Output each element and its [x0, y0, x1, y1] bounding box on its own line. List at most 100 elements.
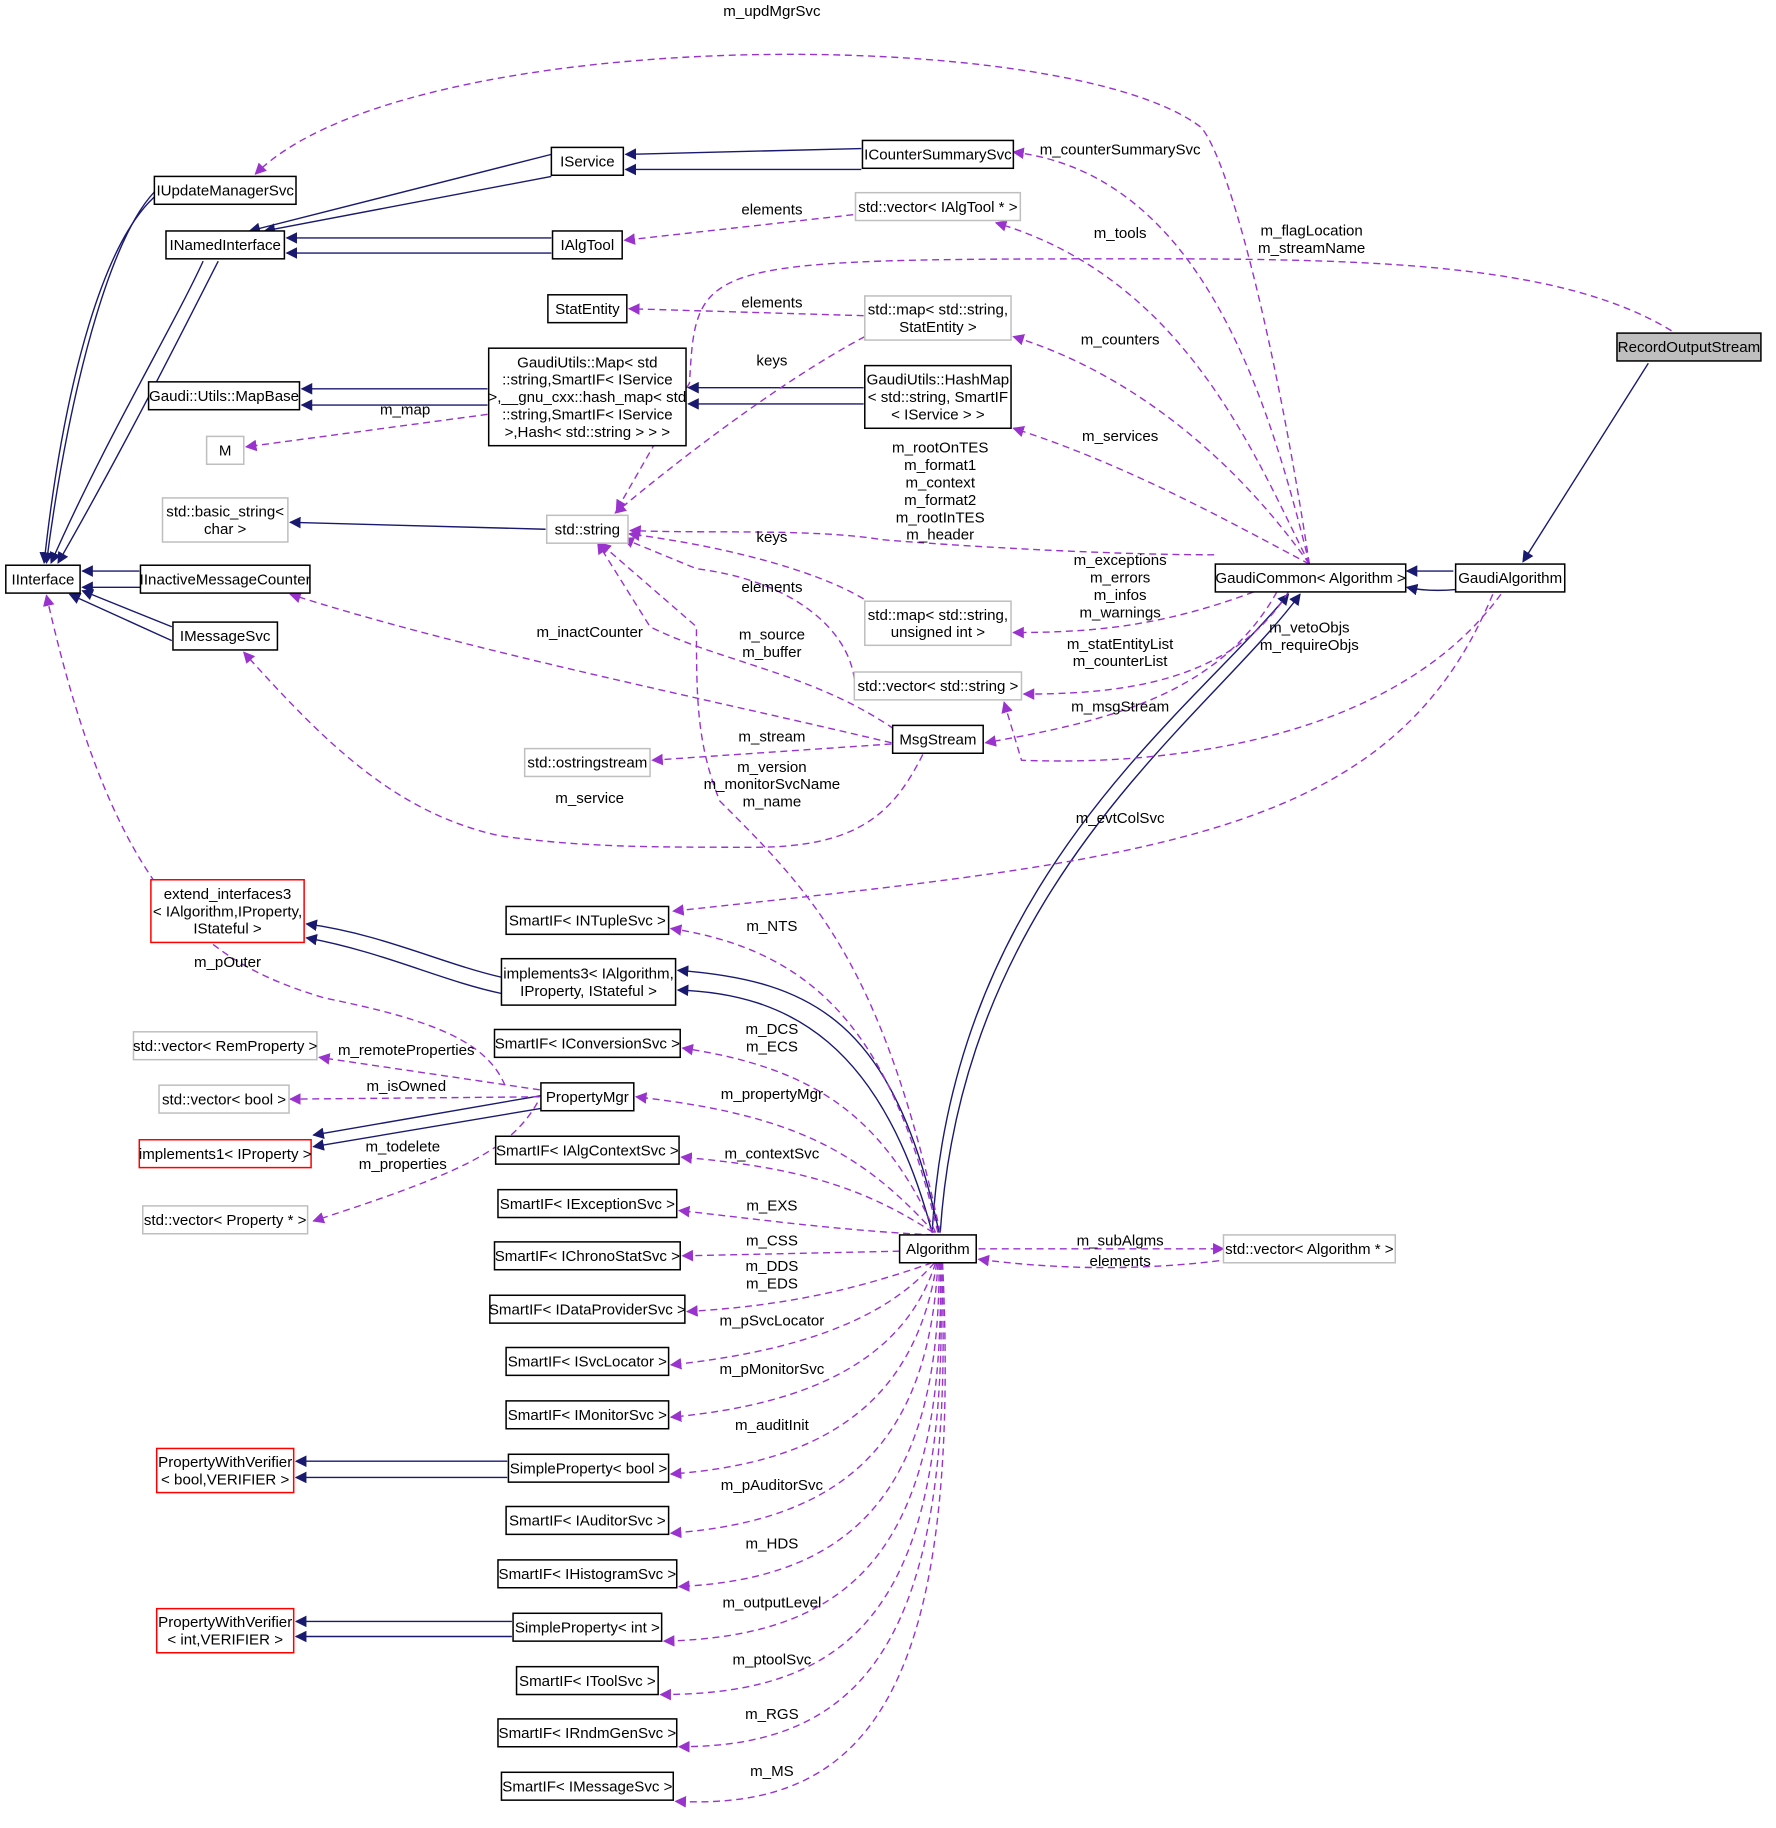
- edge-label: m_propertyMgr: [721, 1086, 823, 1103]
- class-name-text: IUpdateManagerSvc: [156, 183, 294, 200]
- class-name-text: >,__gnu_cxx::hash_map< std: [488, 389, 686, 406]
- class-node-smart-ifexception[interactable]: SmartIF< IExceptionSvc >: [497, 1188, 678, 1219]
- edge-label: m_ECS: [746, 1039, 798, 1056]
- class-node-smart-ifrndm-gen[interactable]: SmartIF< IRndmGenSvc >: [497, 1718, 678, 1748]
- inheritance-edge-25: [289, 516, 546, 530]
- usage-edge-17: [984, 591, 1278, 747]
- class-node-smart-ifalg-context[interactable]: SmartIF< IAlgContextSvc >: [494, 1135, 680, 1165]
- class-node-m[interactable]: M: [205, 435, 245, 466]
- class-node-algorithm[interactable]: Algorithm: [898, 1234, 977, 1264]
- edge-label: m_rootOnTES: [892, 440, 988, 457]
- class-node-msg-stream[interactable]: MsgStream: [891, 724, 984, 755]
- edge-label: m_auditInit: [735, 1417, 810, 1434]
- class-node-vec-property-ptr[interactable]: std::vector< Property * >: [142, 1205, 309, 1235]
- class-node-iupdate-manager-svc[interactable]: IUpdateManagerSvc: [153, 175, 297, 206]
- class-name-text: SmartIF< IMessageSvc >: [502, 1778, 672, 1795]
- inheritance-edge-9: [312, 1094, 542, 1140]
- class-name-text: GaudiUtils::Map< std: [517, 354, 657, 371]
- class-node-smart-ifhistogram[interactable]: SmartIF< IHistogramSvc >: [497, 1559, 678, 1589]
- class-name-text: SmartIF< IConversionSvc >: [495, 1036, 680, 1053]
- class-node-vec-alg-tool-ptr[interactable]: std::vector< IAlgTool * >: [854, 191, 1022, 222]
- edge-label: m_services: [1082, 428, 1158, 445]
- inheritance-edge-30: [42, 180, 169, 565]
- class-node-smart-ifmonitor[interactable]: SmartIF< IMonitorSvc >: [505, 1400, 670, 1430]
- edge-label: m_counters: [1081, 332, 1160, 349]
- usage-edge-31: [677, 1205, 934, 1236]
- edge-label: m_stream: [738, 729, 805, 746]
- class-node-pwvint[interactable]: PropertyWithVerifier< int,VERIFIER >: [155, 1607, 295, 1654]
- inheritance-edge-31: [39, 189, 163, 565]
- class-node-simple-property-bool[interactable]: SimpleProperty< bool >: [507, 1453, 670, 1483]
- class-node-map-string-uint[interactable]: std::map< std::string,unsigned int >: [864, 600, 1012, 647]
- edge-label: elements: [741, 202, 802, 219]
- usage-edge-27: [289, 1093, 540, 1105]
- class-node-extend-interfaces3[interactable]: extend_interfaces3< IAlgorithm,IProperty…: [150, 879, 305, 944]
- class-name-text: IStateful >: [193, 921, 262, 938]
- class-node-map-base[interactable]: Gaudi::Utils::MapBase: [147, 381, 301, 411]
- class-node-imessage-svc[interactable]: IMessageSvc: [172, 621, 279, 651]
- class-node-gaudi-common[interactable]: GaudiCommon< Algorithm >: [1214, 563, 1407, 593]
- usage-edge-10: [629, 525, 1215, 556]
- edge-label: elements: [1090, 1253, 1151, 1270]
- inheritance-edge-6: [676, 984, 933, 1233]
- class-node-inamed-interface[interactable]: INamedInterface: [165, 230, 286, 260]
- class-name-text: unsigned int >: [891, 624, 986, 641]
- class-node-gaudi-map[interactable]: GaudiUtils::Map< std::string,SmartIF< IS…: [487, 347, 687, 447]
- class-node-gaudi-algorithm[interactable]: GaudiAlgorithm: [1454, 563, 1566, 593]
- class-node-iinterface[interactable]: IInterface: [5, 564, 81, 594]
- class-name-text: MsgStream: [899, 732, 976, 749]
- class-node-smart-ifntuple[interactable]: SmartIF< INTupleSvc >: [505, 905, 670, 936]
- usage-edge-15: [1022, 591, 1290, 700]
- class-name-text: SimpleProperty< int >: [515, 1619, 660, 1636]
- class-name-text: std::vector< RemProperty >: [133, 1038, 318, 1055]
- class-node-hash-map[interactable]: GaudiUtils::HashMap< std::string, SmartI…: [864, 364, 1012, 430]
- inheritance-edge-18: [263, 175, 552, 235]
- class-node-iinactive-message-counter[interactable]: IInactiveMessageCounter: [140, 564, 311, 594]
- class-node-smart-ifconversion[interactable]: SmartIF< IConversionSvc >: [493, 1028, 681, 1059]
- class-node-property-mgr[interactable]: PropertyMgr: [540, 1082, 635, 1112]
- class-node-smart-ifsvc-locator[interactable]: SmartIF< ISvcLocator >: [505, 1346, 670, 1377]
- edge-label: m_NTS: [746, 918, 797, 935]
- class-node-vec-string[interactable]: std::vector< std::string >: [853, 671, 1023, 701]
- usage-edge-11: [627, 529, 864, 600]
- class-name-text: IInactiveMessageCounter: [140, 571, 311, 588]
- class-node-pwvbool[interactable]: PropertyWithVerifier< bool,VERIFIER >: [155, 1447, 295, 1494]
- class-node-smart-ifauditor[interactable]: SmartIF< IAuditorSvc >: [505, 1505, 670, 1536]
- class-name-text: M: [219, 443, 232, 460]
- class-node-map-string-stat-entity[interactable]: std::map< std::string,StatEntity >: [864, 295, 1012, 341]
- class-node-smart-ifdata-provider[interactable]: SmartIF< IDataProviderSvc >: [489, 1294, 686, 1324]
- class-name-text: PropertyMgr: [546, 1089, 629, 1106]
- class-node-smart-ifmessage[interactable]: SmartIF< IMessageSvc >: [500, 1771, 675, 1801]
- usage-edge-42: [659, 1262, 942, 1701]
- usage-edge-25: [681, 1043, 937, 1233]
- class-node-iservice[interactable]: IService: [550, 146, 625, 177]
- class-node-vec-rem-property[interactable]: std::vector< RemProperty >: [132, 1031, 318, 1061]
- usage-edge-22: [599, 542, 941, 1233]
- class-node-implements1[interactable]: implements1< IProperty >: [138, 1138, 312, 1169]
- class-node-record-output-stream[interactable]: RecordOutputStream: [1616, 332, 1762, 362]
- class-node-smart-ifchrono[interactable]: SmartIF< IChronoStatSvc >: [493, 1241, 681, 1271]
- edge-label: m_format1: [904, 457, 976, 474]
- class-node-vec-algorithm-ptr[interactable]: std::vector< Algorithm * >: [1222, 1234, 1397, 1264]
- class-node-implements3[interactable]: implements3< IAlgorithm,IProperty, IStat…: [500, 957, 677, 1006]
- class-node-ostringstream[interactable]: std::ostringstream: [523, 747, 651, 778]
- class-name-text: PropertyWithVerifier: [158, 1454, 292, 1471]
- class-node-basic-string[interactable]: std::basic_string<char >: [161, 497, 289, 543]
- class-name-text: < IService > >: [891, 407, 985, 424]
- class-name-text: implements3< IAlgorithm,: [503, 965, 674, 982]
- class-name-text: ICounterSummarySvc: [864, 147, 1012, 164]
- class-node-vec-bool[interactable]: std::vector< bool >: [158, 1084, 290, 1114]
- class-node-std-string[interactable]: std::string: [545, 514, 629, 544]
- class-node-icounter-summary-svc[interactable]: ICounterSummarySvc: [861, 139, 1015, 170]
- class-name-text: std::map< std::string,: [868, 302, 1008, 319]
- edge-label: m_pSvcLocator: [720, 1312, 825, 1329]
- usage-edge-29: [312, 1102, 539, 1224]
- edge-label: keys: [756, 529, 787, 546]
- class-node-ialg-tool[interactable]: IAlgTool: [551, 230, 623, 260]
- class-node-smart-iftool[interactable]: SmartIF< IToolSvc >: [515, 1665, 659, 1696]
- class-name-text: std::map< std::string,: [868, 607, 1008, 624]
- class-name-text: INamedInterface: [169, 237, 280, 254]
- class-name-text: IInterface: [12, 571, 75, 588]
- class-node-simple-property-int[interactable]: SimpleProperty< int >: [512, 1612, 663, 1642]
- class-node-stat-entity[interactable]: StatEntity: [547, 294, 628, 324]
